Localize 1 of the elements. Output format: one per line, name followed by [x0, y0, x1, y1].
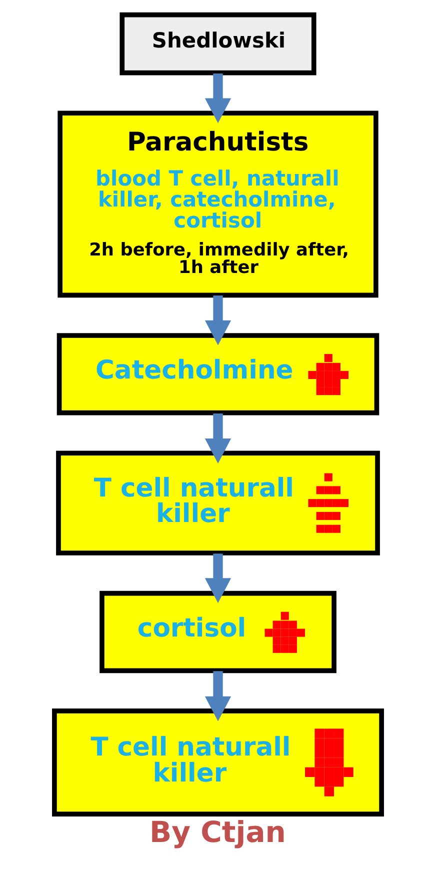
caption: By Ctjan: [150, 815, 286, 850]
